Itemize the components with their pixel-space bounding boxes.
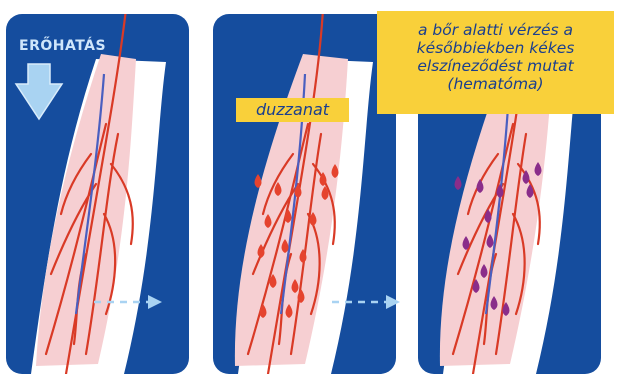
- leg-illustration-swelling: [213, 14, 396, 374]
- leg-illustration-impact: [6, 14, 189, 374]
- force-label: ERŐHATÁS: [19, 38, 106, 54]
- panel-impact: ERŐHATÁS: [6, 14, 189, 374]
- dashed-right-arrow-icon: [330, 293, 402, 311]
- hematoma-label: a bőr alatti vérzés a későbbiekben kékes…: [377, 11, 614, 114]
- dashed-right-arrow-icon: [92, 293, 164, 311]
- swelling-label: duzzanat: [236, 98, 349, 122]
- down-arrow-icon: [16, 64, 62, 119]
- panel-swelling: [213, 14, 396, 374]
